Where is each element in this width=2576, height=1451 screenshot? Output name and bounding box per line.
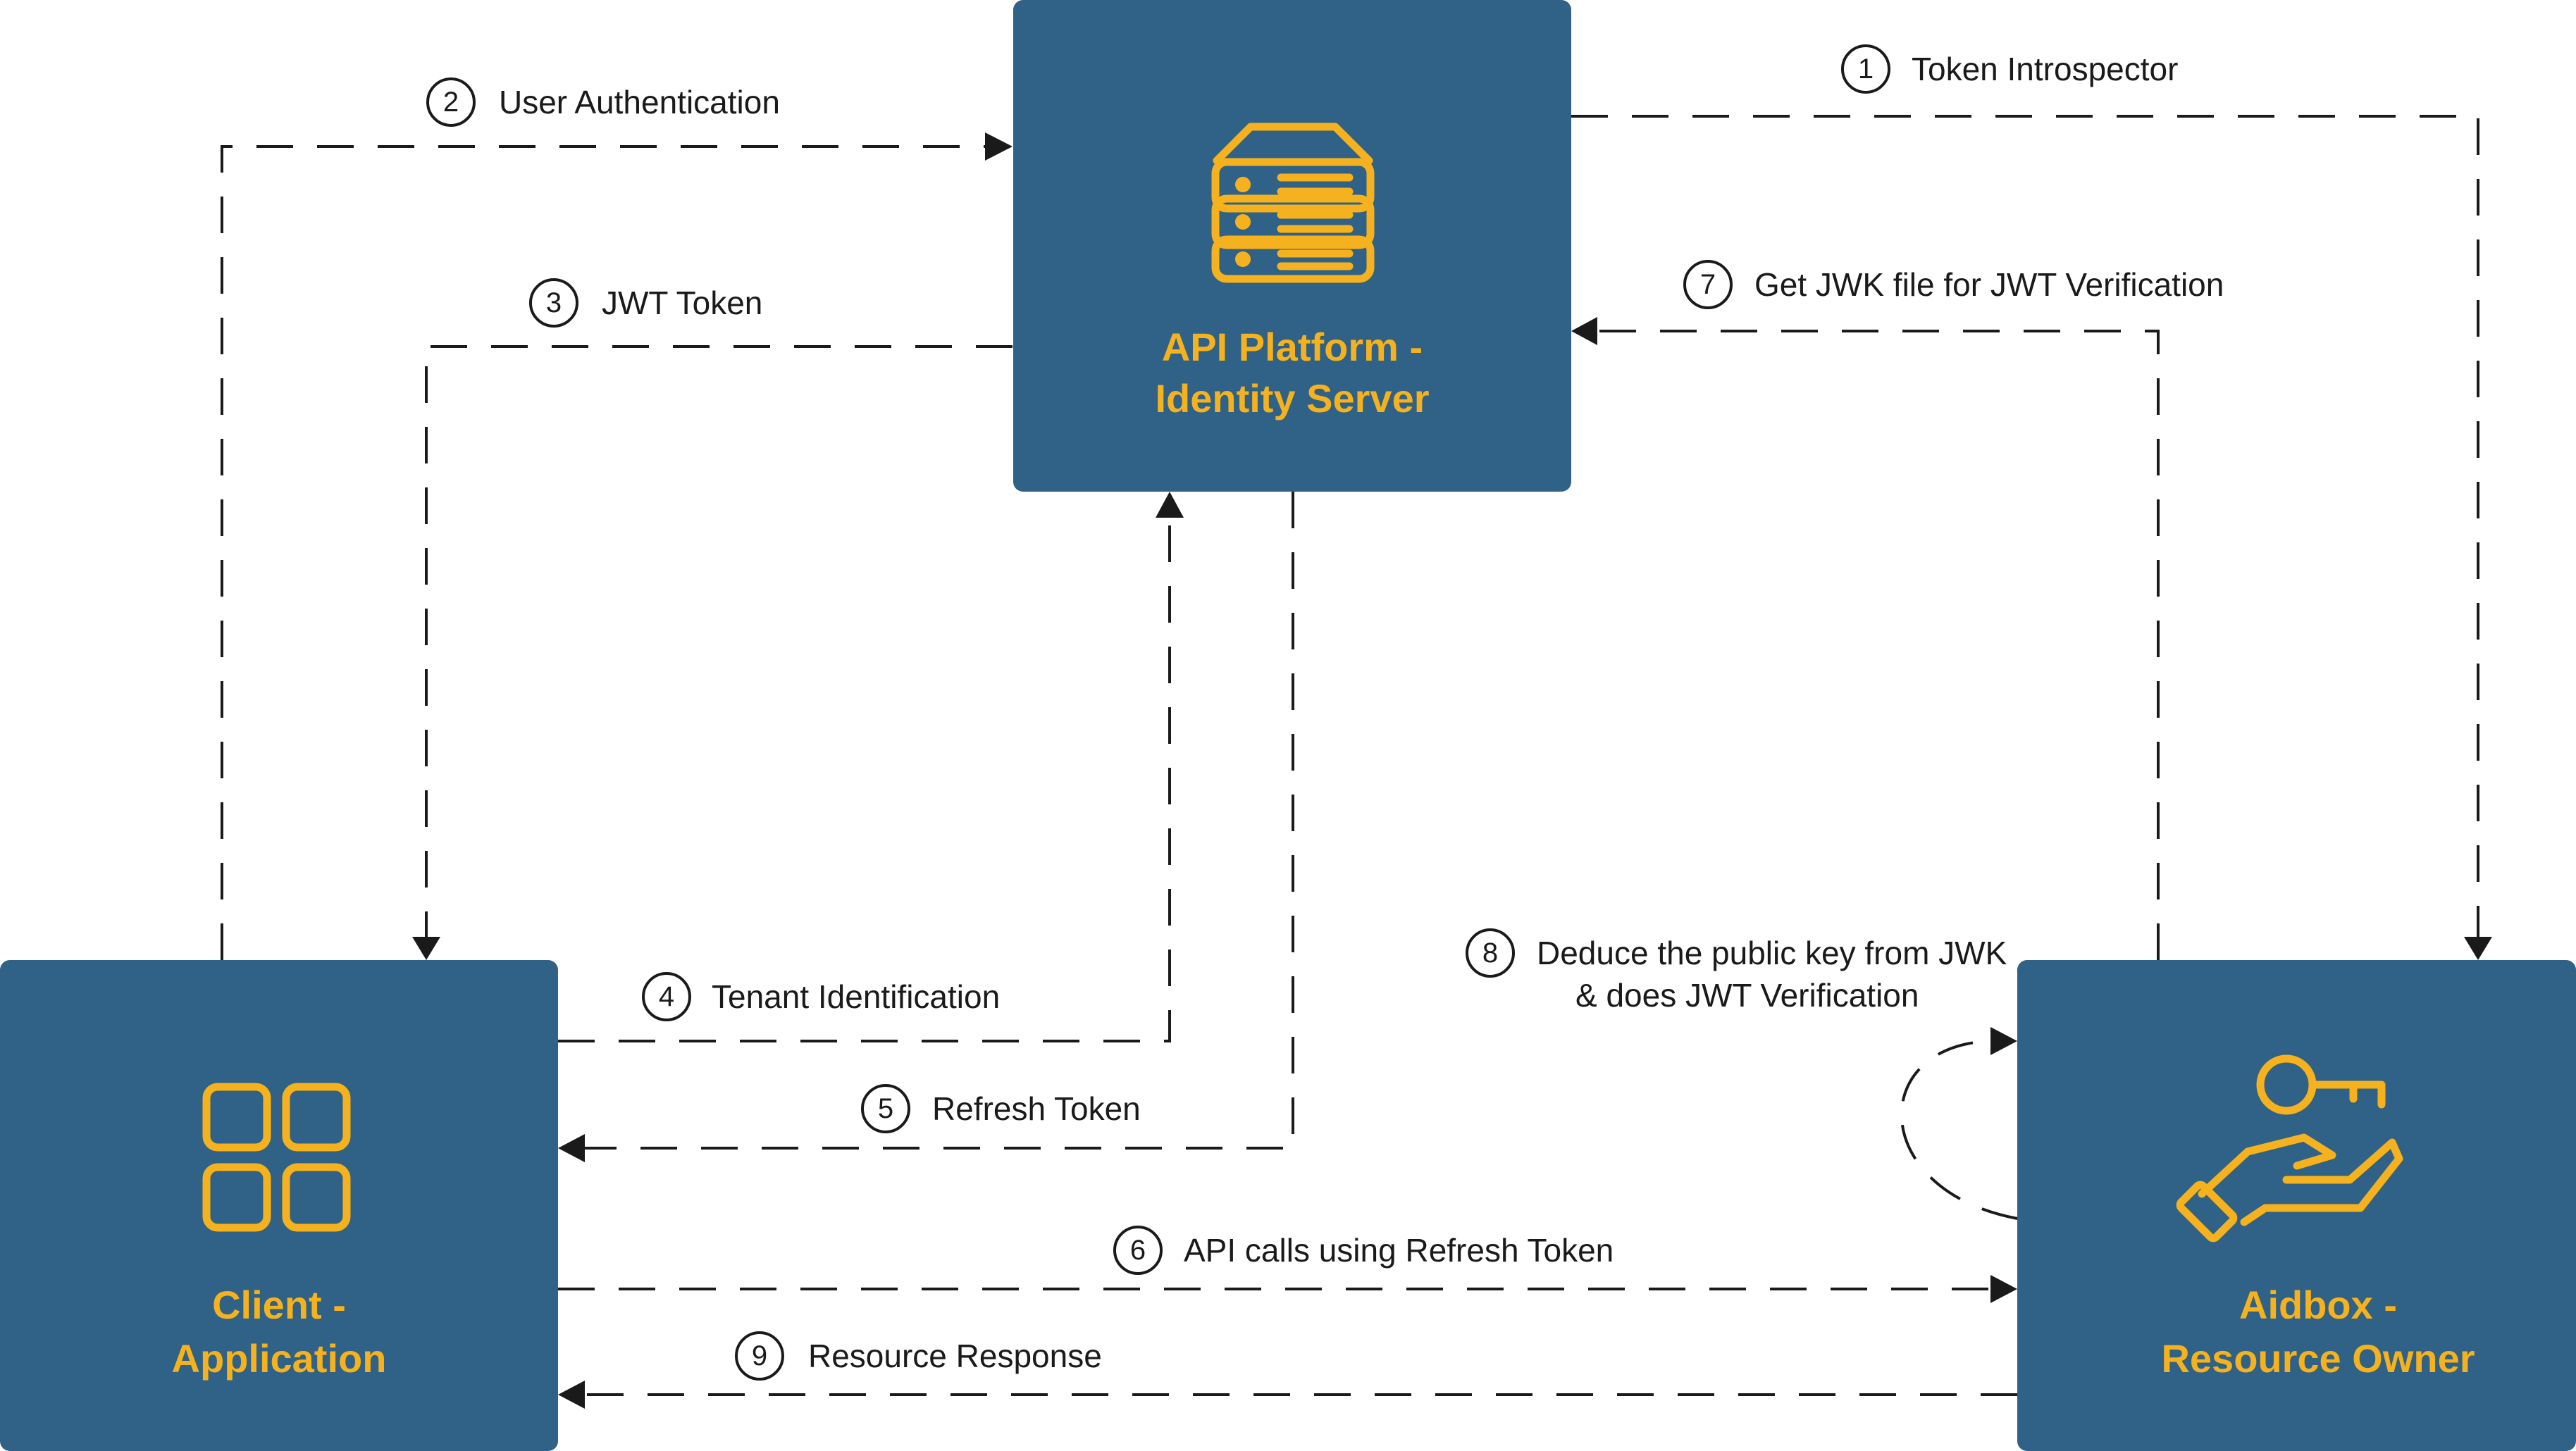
step-9: 9 Resource Response — [735, 1331, 1102, 1381]
flow-2-user-authentication — [221, 132, 1013, 960]
identity-server-node: API Platform - Identity Server — [1013, 0, 1571, 492]
flow-3-jwt-token — [412, 345, 1013, 960]
step-label: User Authentication — [499, 84, 780, 120]
server-icon — [1211, 123, 1375, 283]
step-7: 7 Get JWK file for JWT Verification — [1683, 260, 2224, 309]
step-6: 6 API calls using Refresh Token — [1113, 1226, 1614, 1275]
aidbox-title-line1: Aidbox - — [2239, 1283, 2397, 1327]
step-number: 5 — [878, 1093, 893, 1124]
flow-8-self-verification — [1900, 1027, 2018, 1220]
key-in-hand-icon — [2176, 1054, 2403, 1243]
aidbox-title-line2: Resource Owner — [2161, 1336, 2475, 1381]
step-number: 6 — [1130, 1235, 1146, 1266]
flow-7-get-jwk — [1571, 317, 2160, 960]
client-application-node: Client - Application — [0, 960, 558, 1451]
step-label: Deduce the public key from JWK — [1537, 935, 2007, 971]
step-number-badge — [861, 1084, 910, 1133]
identity-server-title-line2: Identity Server — [1155, 376, 1429, 421]
step-label: Get JWK file for JWT Verification — [1754, 266, 2224, 303]
step-5: 5 Refresh Token — [861, 1084, 1141, 1133]
flow-4-tenant-identification — [558, 492, 1184, 1042]
step-label: JWT Token — [602, 285, 762, 321]
step-number-badge — [1113, 1226, 1163, 1275]
step-number-badge — [426, 77, 476, 127]
step-label: Resource Response — [808, 1338, 1102, 1374]
step-label: API calls using Refresh Token — [1184, 1232, 1614, 1269]
step-number: 4 — [659, 981, 674, 1012]
step-2: 2 User Authentication — [426, 77, 780, 127]
client-title-line2: Application — [172, 1336, 387, 1381]
flow-9-resource-response — [558, 1381, 2017, 1409]
step-label: Tenant Identification — [712, 978, 1000, 1015]
step-3: 3 JWT Token — [529, 278, 762, 328]
identity-server-title-line1: API Platform - — [1162, 325, 1423, 369]
aidbox-resource-owner-node: Aidbox - Resource Owner — [2017, 960, 2576, 1451]
step-number-badge — [529, 278, 578, 328]
step-1: 1 Token Introspector — [1841, 44, 2178, 94]
step-4: 4 Tenant Identification — [642, 972, 1000, 1021]
step-number-badge — [1841, 44, 1890, 94]
step-label-line2: & does JWT Verification — [1575, 977, 1919, 1014]
step-number: 2 — [443, 87, 459, 118]
step-number: 7 — [1700, 269, 1716, 300]
step-label: Token Introspector — [1912, 51, 2178, 87]
step-number: 9 — [752, 1340, 767, 1371]
apps-grid-icon — [202, 1083, 351, 1232]
step-number-badge — [1683, 260, 1733, 309]
step-8: 8 Deduce the public key from JWK & does … — [1466, 928, 2007, 1014]
step-number: 3 — [546, 287, 562, 318]
step-label: Refresh Token — [932, 1090, 1141, 1127]
flow-6-api-calls — [558, 1275, 2017, 1303]
flow-5-refresh-token — [558, 492, 1294, 1162]
step-number-badge — [642, 972, 691, 1021]
step-number: 1 — [1858, 54, 1874, 85]
step-number-badge — [735, 1331, 784, 1381]
client-title-line1: Client - — [212, 1283, 346, 1327]
step-number: 8 — [1482, 938, 1498, 969]
flow-1-token-introspector — [1571, 115, 2492, 960]
step-number-badge — [1466, 928, 1515, 978]
